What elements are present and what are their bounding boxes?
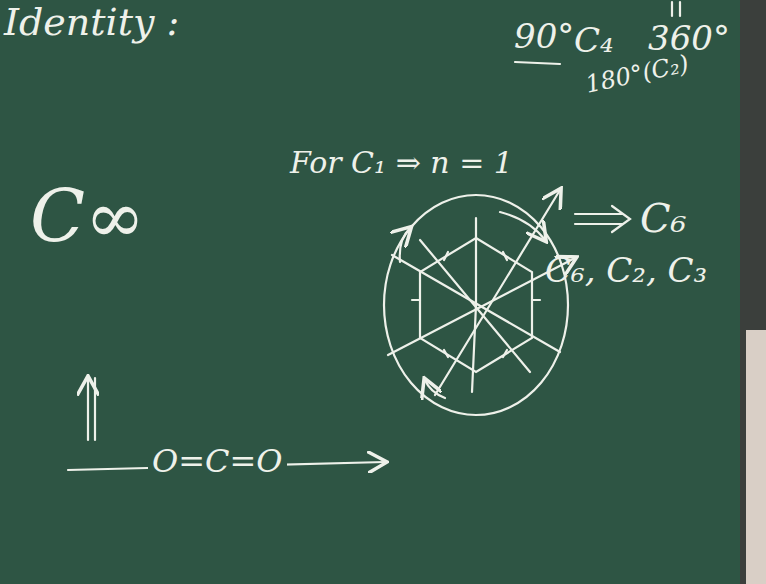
person-edge [746, 330, 766, 584]
board-note: For C₁ ⇒ n = 1 [290, 146, 513, 179]
axis-symbol: C∞ [30, 178, 145, 257]
molecule-formula: O=C=O [148, 444, 287, 479]
axis-line [420, 240, 530, 372]
chalk-mark [503, 252, 507, 260]
chalk-mark [444, 252, 448, 260]
chalk-mark [412, 299, 420, 301]
axis-arrow [94, 378, 96, 440]
rotation-circle [384, 195, 568, 415]
rotation-arrow [400, 228, 410, 262]
board-heading: Identity : [4, 2, 179, 44]
board-frame [740, 0, 766, 584]
implies-arrow [612, 206, 630, 232]
axis-line [472, 305, 476, 392]
rotation-arrow [500, 212, 545, 240]
axis-list: C₆, C₂, C₃ [545, 252, 707, 289]
angle-value: 360° [648, 20, 730, 57]
axis-arrow [87, 378, 89, 440]
axis-symbol: C₆ [640, 196, 687, 240]
chalk-mark [444, 350, 448, 357]
angle-value: 90° [514, 18, 574, 55]
rotation-arrow [425, 380, 445, 398]
axis-line [435, 190, 560, 395]
implies-arrow [575, 223, 622, 225]
chalk-mark [679, 2, 681, 16]
chalk-mark [671, 2, 673, 16]
axis-symbol: C₄ [574, 22, 614, 59]
implies-arrow [575, 213, 622, 215]
axis-line [475, 218, 477, 305]
chalk-mark [532, 299, 540, 301]
chalk-mark [503, 350, 507, 357]
axis-line [392, 255, 560, 352]
underline [515, 62, 560, 64]
